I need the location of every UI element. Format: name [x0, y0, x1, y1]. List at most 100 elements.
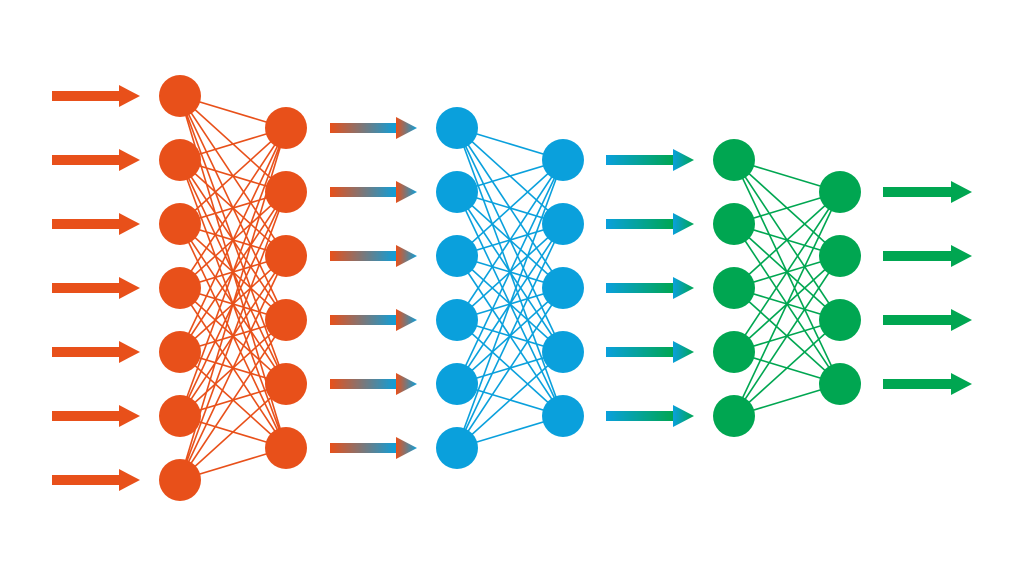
transition-arrow	[330, 181, 417, 203]
arrow-shaft	[606, 219, 674, 229]
transition-arrow	[330, 437, 417, 459]
neuron-node	[436, 171, 478, 213]
transition-arrow	[330, 117, 417, 139]
connection-line	[456, 159, 564, 257]
neuron-node	[159, 75, 201, 117]
connection-line	[179, 383, 287, 481]
neuron-node	[436, 363, 478, 405]
connection-line	[456, 159, 564, 449]
arrow-head	[951, 309, 972, 331]
arrow-shaft	[52, 347, 120, 357]
arrow-head	[396, 437, 417, 459]
neuron-node	[436, 299, 478, 341]
neuron-node	[265, 299, 307, 341]
arrow-shaft	[52, 91, 120, 101]
transition-arrow	[330, 245, 417, 267]
connection-line	[733, 191, 841, 353]
neuron-node	[819, 171, 861, 213]
arrow-shaft	[330, 251, 397, 261]
neuron-node	[436, 235, 478, 277]
neuron-node	[542, 267, 584, 309]
arrow-shaft	[52, 219, 120, 229]
arrow-shaft	[606, 347, 674, 357]
neuron-node	[542, 395, 584, 437]
input-arrow	[52, 149, 140, 171]
connection-line	[733, 191, 841, 289]
connection-line	[179, 127, 287, 225]
arrow-head	[119, 213, 140, 235]
neuron-node	[713, 139, 755, 181]
neuron-node	[542, 331, 584, 373]
arrow-head	[119, 149, 140, 171]
arrow-head	[951, 373, 972, 395]
connection-line	[733, 191, 841, 417]
arrow-head	[673, 405, 694, 427]
neuron-node	[542, 139, 584, 181]
arrow-head	[951, 181, 972, 203]
arrow-head	[119, 85, 140, 107]
neuron-node	[159, 267, 201, 309]
arrow-shaft	[52, 475, 120, 485]
arrow-shaft	[883, 187, 952, 197]
transition-arrow	[330, 373, 417, 395]
arrow-shaft	[52, 411, 120, 421]
arrow-head	[396, 117, 417, 139]
transition-arrow	[606, 149, 694, 171]
neuron-node	[265, 235, 307, 277]
transition-arrow	[606, 213, 694, 235]
arrow-head	[396, 373, 417, 395]
arrow-shaft	[606, 283, 674, 293]
output-arrow	[883, 309, 972, 331]
arrow-shaft	[330, 443, 397, 453]
arrow-head	[119, 341, 140, 363]
arrow-head	[673, 277, 694, 299]
input-arrow	[52, 341, 140, 363]
arrow-shaft	[52, 283, 120, 293]
arrow-shaft	[606, 411, 674, 421]
neuron-node	[436, 427, 478, 469]
connection-line	[456, 223, 564, 449]
input-arrow	[52, 405, 140, 427]
input-arrow	[52, 277, 140, 299]
neuron-node	[819, 363, 861, 405]
neuron-node	[265, 107, 307, 149]
arrow-head	[119, 277, 140, 299]
arrow-head	[396, 309, 417, 331]
connection-line	[456, 287, 564, 449]
neuron-node	[542, 203, 584, 245]
neuron-node	[159, 139, 201, 181]
neuron-node	[159, 203, 201, 245]
arrow-shaft	[883, 315, 952, 325]
output-arrow	[883, 181, 972, 203]
arrow-shaft	[330, 187, 397, 197]
arrow-head	[396, 245, 417, 267]
arrow-shaft	[883, 251, 952, 261]
connection-line	[456, 159, 564, 385]
connection-line	[456, 159, 564, 321]
neuron-node	[159, 331, 201, 373]
arrow-head	[673, 149, 694, 171]
output-arrow	[883, 373, 972, 395]
arrow-shaft	[606, 155, 674, 165]
arrow-shaft	[52, 155, 120, 165]
arrow-head	[951, 245, 972, 267]
neuron-node	[713, 395, 755, 437]
arrow-head	[396, 181, 417, 203]
input-arrow	[52, 213, 140, 235]
output-arrow	[883, 245, 972, 267]
neuron-node	[159, 459, 201, 501]
neuron-node	[265, 171, 307, 213]
arrow-head	[673, 341, 694, 363]
neuron-node	[713, 203, 755, 245]
connection-line	[179, 319, 287, 481]
connection-line	[179, 191, 287, 481]
transition-arrow	[606, 277, 694, 299]
neuron-node	[713, 331, 755, 373]
input-arrow	[52, 85, 140, 107]
connection-line	[179, 127, 287, 353]
arrow-head	[119, 405, 140, 427]
neuron-node	[265, 427, 307, 469]
connection-line	[733, 319, 841, 417]
input-arrow	[52, 469, 140, 491]
